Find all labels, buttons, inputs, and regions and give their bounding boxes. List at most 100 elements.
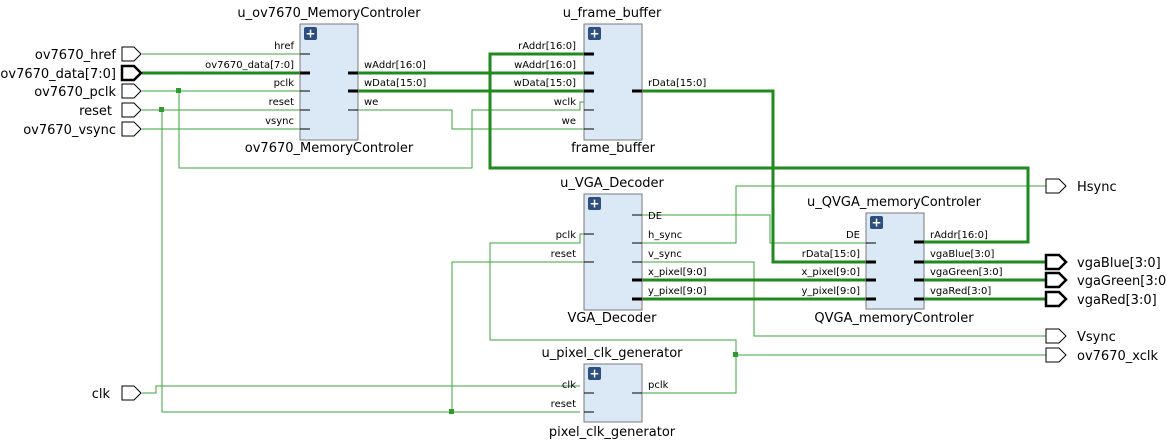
expand-icon[interactable]: + [588,197,601,211]
pin-label: vsync [265,116,294,127]
block-frame-buffer[interactable]: u_frame_buffer + rAddr[16:0] wAddr[16:0]… [514,6,707,156]
instance-name: u_VGA_Decoder [560,176,664,191]
expand-icon[interactable]: + [870,216,883,230]
pin-label: reset [269,97,294,108]
pin-label: reset [551,249,576,260]
port-ov7670-pclk[interactable]: ov7670_pclk [34,83,142,100]
wire-reset[interactable] [142,109,580,413]
port-label: Vsync [1077,330,1116,345]
expand-icon[interactable]: + [588,27,601,41]
input-ports: ov7670_href ov7670_data[7:0] ov7670_pclk… [0,46,143,402]
pin-label: we [364,97,378,108]
instance-name: u_ov7670_MemoryControler [237,6,421,21]
port-label: ov7670_data[7:0] [0,67,116,82]
wire-hsync[interactable] [642,185,1046,244]
port-ov7670-vsync[interactable]: ov7670_vsync [23,121,142,138]
wire-xclk[interactable] [642,354,1046,394]
pin-label: ov7670_data[7:0] [205,60,294,71]
block-ov7670-memory-controler[interactable]: u_ov7670_MemoryControler + href ov7670_d… [205,6,426,156]
block-qvga-memory-controler[interactable]: u_QVGA_memoryControler + DE rData[15:0] … [802,195,1003,326]
instance-name: u_pixel_clk_generator [542,346,684,361]
pin-label: v_sync [648,249,682,260]
port-label: ov7670_vsync [23,123,116,138]
pin-label: vgaRed[3:0] [930,286,991,297]
port-label: vgaRed[3:0] [1077,293,1157,308]
junctions [159,88,738,414]
pin-label: DE [846,230,860,241]
svg-text:+: + [589,27,599,41]
pin-label: wAddr[16:0] [364,60,426,71]
pin-label: reset [551,399,576,410]
port-ov7670-data[interactable]: ov7670_data[7:0] [0,64,143,82]
junction-dot [449,409,454,414]
wire-vga-reset[interactable] [451,261,590,412]
pin-label: h_sync [648,230,682,241]
pin-label: vgaBlue[3:0] [930,249,995,260]
port-reset[interactable]: reset [79,102,142,119]
port-label: Hsync [1077,180,1117,195]
module-name: frame_buffer [571,141,655,156]
expand-icon[interactable]: + [304,27,317,41]
wire-ov7670-pclk[interactable] [142,90,590,169]
svg-text:+: + [305,27,315,41]
port-label: ov7670_xclk [1077,349,1158,364]
block-body[interactable] [299,23,359,141]
instance-name: u_QVGA_memoryControler [807,195,982,210]
port-vga-blue[interactable]: vgaBlue[3:0] [1044,253,1161,271]
pin-label: href [274,41,294,52]
port-label: vgaGreen[3:0] [1077,274,1166,289]
pin-label: rData[15:0] [802,249,860,260]
bus-rdata[interactable] [642,89,868,264]
wire-clk[interactable] [142,385,580,394]
port-ov7670-href[interactable]: ov7670_href [35,46,142,63]
expand-icon[interactable]: + [588,367,601,381]
port-vga-green[interactable]: vgaGreen[3:0] [1044,271,1166,289]
junction-dot [733,352,738,357]
bus-raddr[interactable] [488,52,1030,244]
pin-label: wAddr[16:0] [514,60,576,71]
port-ov7670-xclk[interactable]: ov7670_xclk [1045,347,1158,364]
wire-vga-pclk[interactable] [489,233,737,355]
pin-label: wData[15:0] [514,78,576,89]
block-body[interactable] [583,193,643,311]
block-vga-decoder[interactable]: u_VGA_Decoder + pclk reset DE h_sync v_s… [551,176,707,326]
svg-text:+: + [589,197,599,211]
port-label: ov7670_href [35,48,117,63]
svg-text:+: + [871,216,881,230]
module-name: ov7670_MemoryControler [245,141,414,156]
pin-label: rData[15:0] [648,78,706,89]
junction-dot [176,88,181,93]
port-clk[interactable]: clk [92,385,142,402]
pin-label: rAddr[16:0] [518,41,576,52]
module-name: pixel_clk_generator [549,425,676,440]
port-label: vgaBlue[3:0] [1077,256,1161,271]
pin-label: rAddr[16:0] [930,230,988,241]
pin-label: wData[15:0] [364,78,426,89]
pin-label: wclk [554,97,576,108]
module-name: QVGA_memoryControler [814,311,974,326]
port-label: reset [79,104,112,119]
block-body[interactable] [583,23,643,141]
wire-we[interactable] [358,109,590,130]
pin-label: DE [648,211,662,222]
pin-label: y_pixel[9:0] [648,286,707,297]
buses [142,52,1046,301]
pin-label: pclk [556,230,577,241]
block-pixel-clk-generator[interactable]: u_pixel_clk_generator + clk reset pclk p… [542,346,684,440]
port-vsync[interactable]: Vsync [1045,328,1116,345]
junction-dot [159,107,164,112]
port-vga-red[interactable]: vgaRed[3:0] [1044,290,1157,308]
pin-label: we [562,116,576,127]
pin-label: pclk [274,78,295,89]
svg-text:+: + [589,367,599,381]
port-label: clk [92,387,111,402]
output-ports: Hsync vgaBlue[3:0] vgaGreen[3:0] vgaRed[… [1044,178,1166,364]
port-hsync[interactable]: Hsync [1045,178,1117,195]
pin-label: pclk [648,380,669,391]
pin-label: vgaGreen[3:0] [930,267,1003,278]
pin-label: y_pixel[9:0] [802,286,861,297]
pin-label: x_pixel[9:0] [648,267,707,278]
port-label: ov7670_pclk [34,85,116,100]
pin-label: clk [562,380,576,391]
